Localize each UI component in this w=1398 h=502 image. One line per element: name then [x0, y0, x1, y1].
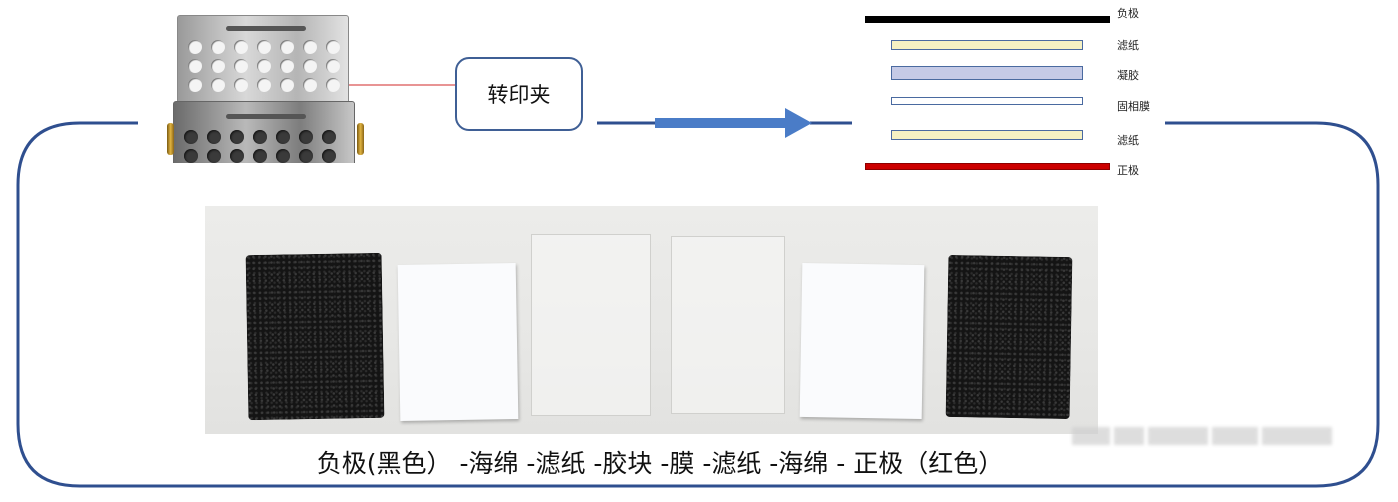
clamp-callout-box: 转印夹: [455, 57, 583, 131]
stack-layer-cathode: [865, 16, 1110, 23]
stack-label-filter-bottom: 滤纸: [1117, 134, 1139, 147]
stack-layer-membrane: [891, 97, 1083, 105]
clamp-pin: [357, 123, 364, 155]
stack-label-gel: 凝胶: [1117, 69, 1139, 82]
clamp-holes: [184, 130, 339, 163]
clamp-slot: [226, 26, 306, 31]
stack-label-cathode: 负极: [1117, 7, 1139, 20]
black-sponge-left: [245, 252, 385, 421]
stack-layer-filter-bottom: [891, 130, 1083, 140]
right-arrow-icon: [655, 108, 812, 138]
gel-block: [531, 234, 651, 416]
clamp-front-plate: [173, 101, 355, 163]
stack-layer-gel: [891, 66, 1083, 80]
materials-photo: [205, 206, 1098, 434]
clamp-callout-label: 转印夹: [487, 83, 551, 107]
stack-label-filter-top: 滤纸: [1117, 39, 1139, 52]
stack-layer-filter-top: [891, 40, 1083, 50]
clamp-pin: [167, 123, 174, 155]
stack-label-anode: 正极: [1117, 164, 1139, 177]
stack-label-membrane: 固相膜: [1117, 100, 1150, 113]
clamp-slot: [226, 114, 306, 119]
filter-paper-right: [799, 262, 925, 420]
black-sponge-right: [945, 254, 1073, 420]
watermark: [1072, 420, 1334, 452]
filter-paper-left: [397, 262, 519, 422]
clamp-holes: [188, 40, 343, 92]
clamp-back-plate: [177, 15, 349, 109]
stack-order-caption: 负极(黑色） -海绵 -滤纸 -胶块 -膜 -滤纸 -海绵 - 正极（红色）: [316, 449, 1004, 478]
transfer-clamp-image: [165, 15, 365, 163]
stack-layer-anode: [865, 163, 1110, 170]
rounded-frame-outline: [16, 121, 1380, 488]
membrane: [671, 236, 785, 414]
